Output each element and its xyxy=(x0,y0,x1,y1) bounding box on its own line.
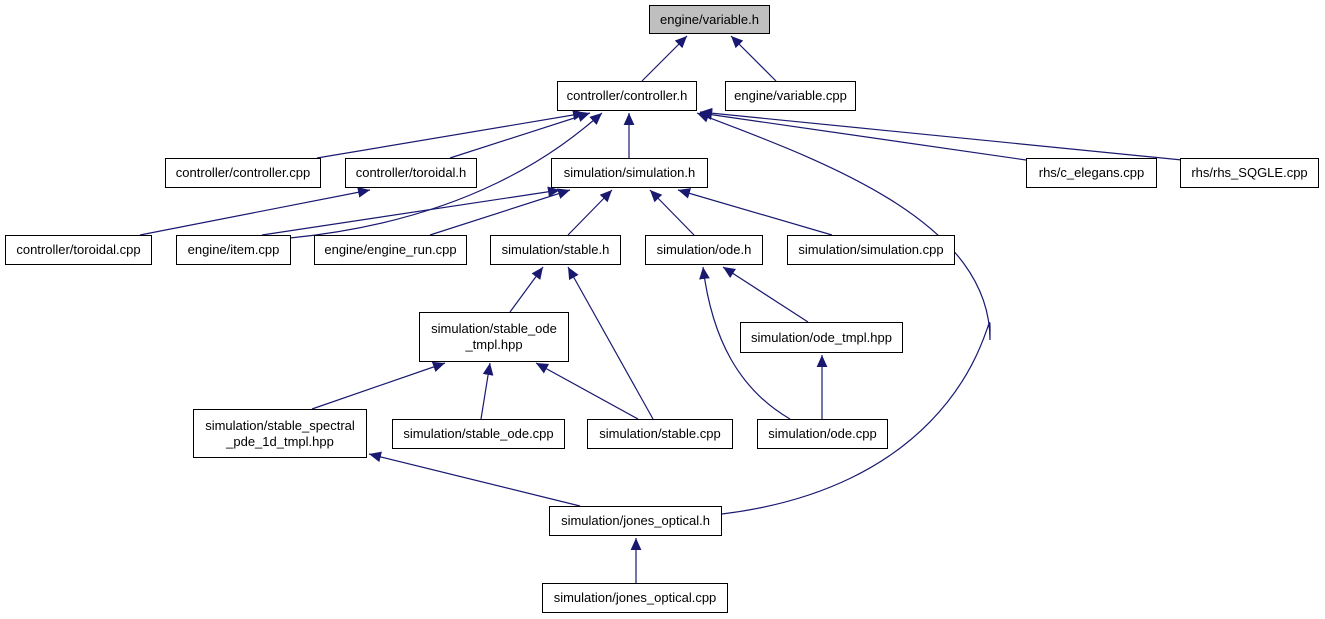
node-label: engine/item.cpp xyxy=(187,242,280,257)
node-controller-cpp[interactable]: controller/controller.cpp xyxy=(165,158,321,188)
node-label: engine/variable.h xyxy=(659,11,760,27)
node-label: controller/controller.h xyxy=(566,88,688,103)
node-label: simulation/simulation.cpp xyxy=(798,242,944,257)
node-label: rhs/c_elegans.cpp xyxy=(1038,165,1145,180)
dependency-edges xyxy=(139,35,1183,583)
node-label: engine/variable.cpp xyxy=(734,88,847,103)
node-item-cpp[interactable]: engine/item.cpp xyxy=(176,235,291,265)
edge-c-elegans-cpp-to-controller-h xyxy=(699,109,1027,161)
edge-ode-tmpl-hpp-to-ode-h xyxy=(722,266,809,323)
edge-stable-spectral-hpp-to-stable-ode-tmpl-hpp xyxy=(311,361,446,410)
node-stable-spectral-hpp[interactable]: simulation/stable_spectral_pde_1d_tmpl.h… xyxy=(193,409,367,458)
node-label: simulation/jones_optical.cpp xyxy=(553,590,717,605)
edge-stable-ode-tmpl-hpp-to-stable-h xyxy=(509,266,544,313)
node-label: simulation/stable_ode xyxy=(431,321,557,336)
node-label: simulation/stable_spectral xyxy=(205,417,355,433)
edge-item-cpp-to-simulation-h xyxy=(261,186,561,236)
edge-rhs-sqgle-cpp-to-controller-h xyxy=(699,107,1183,161)
node-label: simulation/stable_ode.cpp xyxy=(403,426,554,441)
node-label: controller/toroidal.h xyxy=(355,165,467,180)
edge-ode-cpp-to-ode-h xyxy=(699,266,791,420)
edge-stable-cpp-to-stable-ode-tmpl-hpp xyxy=(535,362,639,420)
edge-stable-cpp-to-stable-h xyxy=(567,266,654,420)
node-label: simulation/simulation.h xyxy=(563,165,696,180)
edge-stable-ode-cpp-to-stable-ode-tmpl-hpp xyxy=(480,362,494,420)
edge-controller-cpp-to-controller-h xyxy=(316,109,586,159)
node-label: _pde_1d_tmpl.hpp xyxy=(226,433,334,449)
node-label: simulation/ode_tmpl.hpp xyxy=(751,329,892,345)
node-label: simulation/ode.cpp xyxy=(768,426,877,441)
edge-item-cpp-to-controller-h xyxy=(289,112,603,239)
edge-toroidal-cpp-to-toroidal-h xyxy=(139,187,371,236)
edge-simulation-cpp-to-simulation-h xyxy=(677,188,833,236)
node-label: simulation/jones_optical.h xyxy=(561,513,710,528)
edge-variable-cpp-to-variable-h xyxy=(730,35,777,82)
node-simulation-h[interactable]: simulation/simulation.h xyxy=(551,158,708,188)
node-toroidal-cpp[interactable]: controller/toroidal.cpp xyxy=(5,235,152,265)
node-engine-run-cpp[interactable]: engine/engine_run.cpp xyxy=(314,235,467,265)
edge-engine-run-cpp-to-simulation-h xyxy=(429,188,571,236)
node-stable-cpp[interactable]: simulation/stable.cpp xyxy=(587,419,733,449)
node-label: rhs/rhs_SQGLE.cpp xyxy=(1191,165,1308,180)
node-variable-cpp[interactable]: engine/variable.cpp xyxy=(725,81,856,111)
edge-controller-h-to-variable-h xyxy=(641,35,688,82)
node-label: simulation/ode.h xyxy=(656,242,752,257)
node-c-elegans-cpp[interactable]: rhs/c_elegans.cpp xyxy=(1026,158,1157,188)
edge-stable-h-to-simulation-h xyxy=(567,189,613,236)
node-stable-h[interactable]: simulation/stable.h xyxy=(490,235,621,265)
node-simulation-cpp[interactable]: simulation/simulation.cpp xyxy=(787,235,955,265)
node-label: simulation/stable.cpp xyxy=(599,426,721,441)
edge-ode-h-to-simulation-h xyxy=(649,189,695,236)
node-rhs-sqgle-cpp[interactable]: rhs/rhs_SQGLE.cpp xyxy=(1180,158,1319,188)
node-label: controller/controller.cpp xyxy=(175,165,311,180)
node-controller-h[interactable]: controller/controller.h xyxy=(557,81,697,111)
node-ode-cpp[interactable]: simulation/ode.cpp xyxy=(757,419,888,449)
edge-toroidal-h-to-controller-h xyxy=(449,111,591,159)
node-stable-ode-cpp[interactable]: simulation/stable_ode.cpp xyxy=(392,419,565,449)
node-label: simulation/stable.h xyxy=(501,242,610,257)
node-stable-ode-tmpl-hpp[interactable]: simulation/stable_ode_tmpl.hpp xyxy=(419,312,569,362)
node-ode-h[interactable]: simulation/ode.h xyxy=(645,235,763,265)
node-toroidal-h[interactable]: controller/toroidal.h xyxy=(345,158,477,188)
node-label: controller/toroidal.cpp xyxy=(16,242,141,257)
node-jones-optical-h[interactable]: simulation/jones_optical.h xyxy=(549,506,722,536)
edge-jones-optical-h-to-stable-spectral-hpp xyxy=(368,451,581,507)
node-variable-h: engine/variable.h xyxy=(649,5,770,34)
node-label: _tmpl.hpp xyxy=(465,337,523,352)
edge-jones-optical-h-to-controller-h xyxy=(696,112,991,515)
node-jones-optical-cpp[interactable]: simulation/jones_optical.cpp xyxy=(542,583,728,613)
node-ode-tmpl-hpp[interactable]: simulation/ode_tmpl.hpp xyxy=(740,322,903,353)
node-label: engine/engine_run.cpp xyxy=(324,242,457,257)
